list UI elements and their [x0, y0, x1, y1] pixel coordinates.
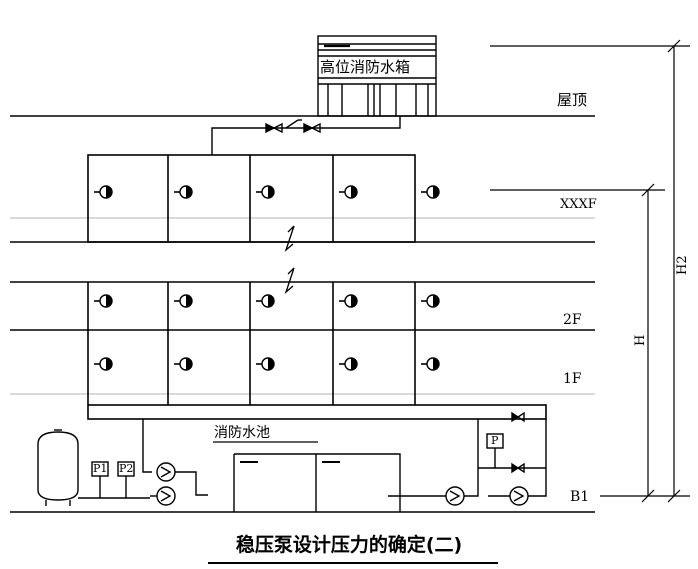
hydrant-icon: [339, 294, 358, 308]
hydrant-icon: [421, 185, 440, 199]
jockey-pump-upper: [142, 419, 208, 496]
caption-underline: [208, 562, 498, 564]
dim-label-h: H: [633, 334, 648, 346]
hydrant-icon: [421, 294, 440, 308]
break-symbol: [284, 267, 295, 295]
gate-valve: [285, 119, 302, 129]
tank-outline: [317, 35, 437, 117]
jockey-pump-lower: [150, 486, 176, 506]
fire-pool-label: 消防水池: [214, 425, 270, 441]
gate-valve: [303, 122, 321, 134]
fire-pump-main: [388, 419, 479, 506]
gauge-label-p2: P2: [119, 462, 134, 475]
right-valves: [511, 411, 525, 474]
fire-pump-secondary: [488, 419, 547, 506]
floor-label-1f: 1F: [563, 371, 582, 387]
hydrant-icon: [421, 357, 440, 371]
dim-label-h2: H2: [675, 255, 690, 275]
floor-label-roof: 屋顶: [557, 91, 588, 109]
lower-hydrant-grid: [87, 282, 547, 420]
pressure-gauge-p1: [91, 461, 109, 498]
fire-hydrants: [94, 185, 440, 371]
hydrant-icon: [174, 357, 193, 371]
gauge-label-p: P: [491, 434, 499, 447]
dimension-lines: [490, 39, 690, 503]
break-symbols: [284, 225, 295, 295]
gauge-label-p1: P1: [93, 462, 108, 475]
floor-label-b1: B1: [570, 489, 590, 505]
tank-label: 高位消防水箱: [320, 58, 411, 76]
hydrant-icon: [94, 185, 113, 199]
hydrant-icon: [174, 294, 193, 308]
hydrant-icon: [256, 294, 275, 308]
floor-lines: [10, 115, 595, 513]
floor-label-xxxf: XXXF: [560, 197, 597, 212]
hydrant-icon: [256, 185, 275, 199]
hydrant-icon: [174, 185, 193, 199]
break-symbol: [284, 225, 295, 253]
upper-floor-frame: [87, 154, 416, 243]
diagram-caption: 稳压泵设计压力的确定(二): [235, 534, 463, 556]
hydrant-icon: [94, 357, 113, 371]
outlet-pipe: [211, 116, 401, 155]
roof-water-tank: [317, 35, 437, 117]
hydrant-icon: [256, 357, 275, 371]
pressure-gauge-p: [478, 433, 546, 469]
ring-main-pipe: [87, 404, 547, 420]
floor-grid-lines: [10, 217, 595, 395]
fire-pool: [213, 441, 401, 512]
upper-hydrant-row: [87, 154, 416, 243]
check-valve: [265, 122, 283, 134]
hydrant-icon: [94, 294, 113, 308]
tank-outlet-pipe: [211, 116, 401, 155]
pressure-tank: [37, 429, 150, 506]
hydrant-icon: [339, 185, 358, 199]
pressure-gauge-p2: [117, 461, 135, 498]
floor-label-2f: 2F: [563, 312, 582, 328]
hydrant-icon: [339, 357, 358, 371]
